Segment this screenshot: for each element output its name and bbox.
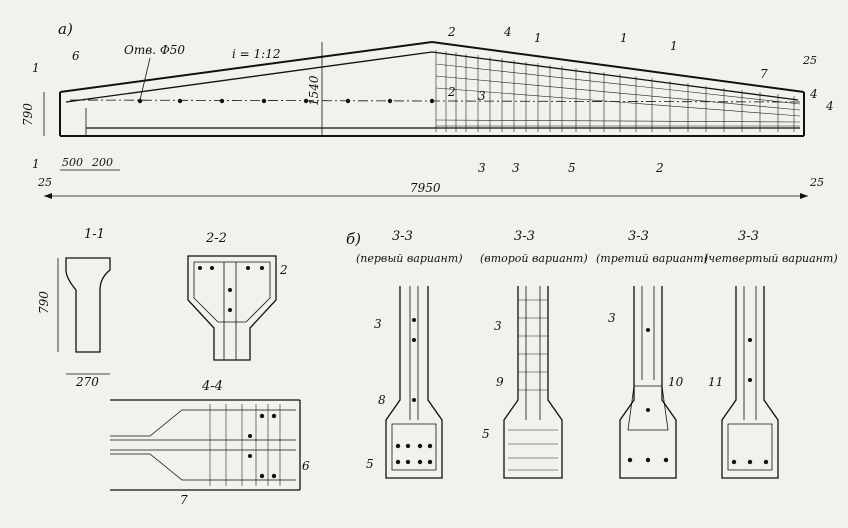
- variant-1-title: 3-3: [392, 229, 413, 244]
- section-marker-3-bottom: 3: [478, 161, 486, 175]
- beam-inner-top: [65, 51, 799, 103]
- section-4-4-callout-7: 7: [180, 493, 188, 507]
- callout-4: 4: [503, 25, 512, 39]
- variant-4: 3-3 (четвертый вариант) 11: [704, 229, 838, 479]
- variant-3-callout-3: 3: [608, 311, 616, 325]
- web-holes: [137, 98, 435, 104]
- section-2-2: 2-2 2: [187, 231, 288, 361]
- dim-200: 200: [91, 156, 113, 169]
- section-marker-4-bottom: 4: [825, 99, 834, 113]
- callout-7: 7: [760, 67, 768, 81]
- dim-25-right-bottom: 25: [809, 176, 824, 189]
- section-2-2-title: 2-2: [205, 231, 227, 246]
- variant-3: 3-3 (третий вариант) 3 10: [596, 229, 708, 479]
- variant-3-subtitle: (третий вариант): [596, 252, 708, 265]
- dim-7950: 7950: [410, 181, 441, 195]
- variant-2: 3-3 (второй вариант) 3 9 5: [480, 229, 588, 479]
- callout-3: 3: [512, 161, 520, 175]
- variant-1-callout-8: 8: [378, 393, 386, 407]
- section-4-4: 4-4 6 7: [110, 379, 310, 507]
- dim-500: 500: [62, 156, 83, 169]
- beam-top-chord: [59, 40, 805, 93]
- dim-1540: 1540: [307, 75, 321, 106]
- dim-25-left: 25: [37, 176, 52, 189]
- section-marker-3-top: 3: [478, 89, 486, 103]
- dim-25-right-top: 25: [802, 54, 817, 67]
- variant-1-subtitle: (первый вариант): [356, 252, 462, 265]
- beam-elevation: а): [21, 20, 834, 199]
- callout-5: 5: [568, 161, 576, 175]
- variant-2-callout-9: 9: [496, 375, 504, 389]
- beam-axis: [69, 99, 801, 103]
- callout-6: 6: [72, 49, 80, 63]
- variant-2-callout-3: 3: [494, 319, 502, 333]
- section-1-1: 1-1 790 270: [37, 227, 111, 389]
- dim-790-section: 790: [37, 291, 51, 314]
- variant-1-callout-3: 3: [374, 317, 382, 331]
- section-marker-1-bottom: 1: [32, 157, 40, 171]
- section-4-4-callout-6: 6: [302, 459, 310, 473]
- variant-3-callout-10: 10: [668, 375, 684, 389]
- callout-2: 2: [655, 161, 664, 175]
- callout-1-a: 1: [534, 31, 542, 45]
- variant-1-callout-5: 5: [366, 457, 374, 471]
- variant-2-callout-5: 5: [482, 427, 490, 441]
- variant-4-title: 3-3: [738, 229, 759, 244]
- section-marker-2-top: 2: [447, 25, 456, 39]
- reinforcement-cage: [435, 50, 801, 132]
- variant-2-subtitle: (второй вариант): [480, 252, 588, 265]
- callout-1-b: 1: [620, 31, 628, 45]
- label-part-b: б): [346, 230, 361, 248]
- section-marker-2-mid: 2: [447, 85, 456, 99]
- slope-label: i = 1:12: [232, 47, 280, 61]
- variant-4-callout-11: 11: [708, 375, 723, 389]
- variant-1: 3-3 (первый вариант) 3 8 5: [356, 229, 462, 479]
- callout-1-c: 1: [670, 39, 678, 53]
- section-marker-1-top: 1: [32, 61, 40, 75]
- section-1-1-title: 1-1: [84, 227, 105, 242]
- dim-790: 790: [21, 103, 35, 126]
- section-4-4-title: 4-4: [201, 379, 223, 394]
- dim-270: 270: [75, 375, 99, 389]
- section-marker-4-top: 4: [809, 87, 818, 101]
- variant-3-title: 3-3: [628, 229, 649, 244]
- label-part-a: а): [58, 20, 73, 38]
- variant-4-subtitle: (четвертый вариант): [704, 252, 838, 265]
- section-2-2-callout-2: 2: [279, 263, 288, 277]
- variant-2-title: 3-3: [514, 229, 535, 244]
- hole-label: Отв. Ф50: [124, 43, 185, 57]
